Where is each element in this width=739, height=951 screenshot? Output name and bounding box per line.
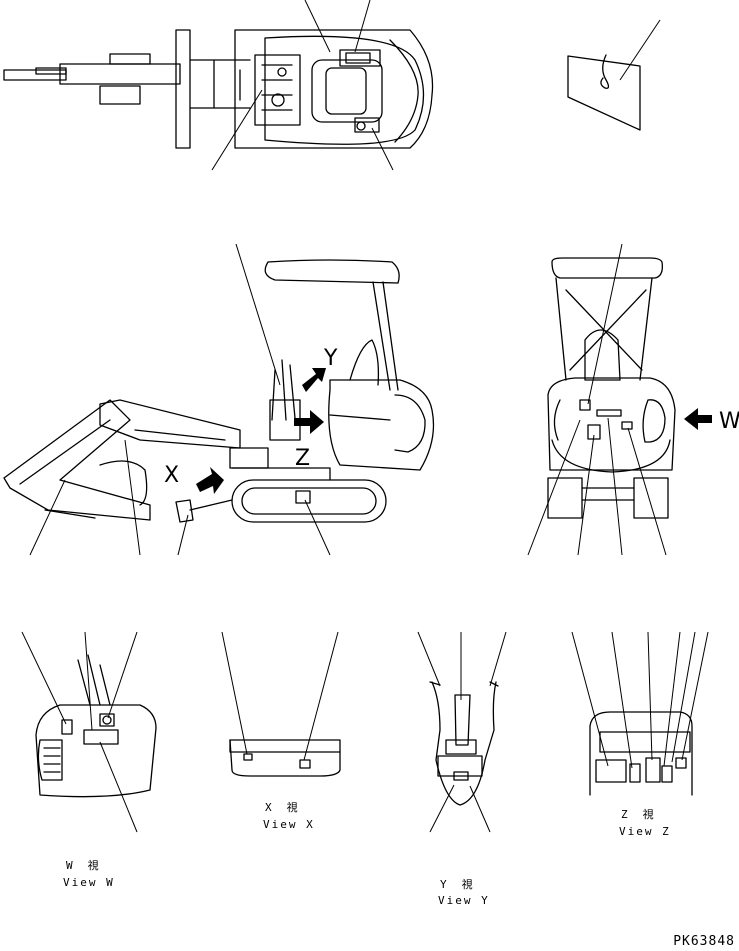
side-track bbox=[232, 480, 386, 522]
arrow-z bbox=[294, 410, 324, 434]
side-view bbox=[4, 244, 434, 555]
view-w-caption-en: View W bbox=[63, 876, 115, 889]
view-w-caption-jp: W 視 bbox=[66, 859, 101, 872]
view-y-caption-jp: Y 視 bbox=[440, 878, 475, 891]
drawing-code: PK63848 bbox=[673, 934, 735, 949]
view-x-caption-en: View X bbox=[263, 818, 315, 831]
top-seat bbox=[312, 60, 382, 122]
arrow-x bbox=[196, 467, 224, 494]
side-bucket bbox=[100, 461, 147, 505]
view-z-diagram bbox=[572, 632, 708, 795]
letter-w: W bbox=[719, 409, 739, 434]
top-upper-structure bbox=[235, 30, 433, 148]
rear-counterweight bbox=[548, 378, 675, 470]
top-arm bbox=[60, 64, 180, 84]
arrow-y bbox=[302, 368, 326, 392]
side-boom bbox=[100, 400, 240, 448]
rear-seat bbox=[585, 330, 620, 380]
side-engine-cover bbox=[329, 380, 434, 470]
decal-plate bbox=[568, 20, 660, 130]
top-view bbox=[4, 0, 433, 170]
view-w-diagram bbox=[22, 632, 156, 832]
view-x-diagram bbox=[222, 632, 340, 776]
letter-z: Z bbox=[295, 446, 311, 471]
arrow-w bbox=[684, 408, 712, 430]
side-canopy-roof bbox=[265, 260, 399, 283]
view-z-caption-en: View Z bbox=[619, 825, 671, 838]
view-y-caption-en: View Y bbox=[438, 894, 490, 907]
rear-track-left bbox=[548, 478, 582, 518]
rear-view bbox=[528, 244, 712, 555]
top-arm-tip bbox=[4, 70, 66, 80]
rear-canopy-roof bbox=[552, 258, 662, 278]
view-z-caption-jp: Z 視 bbox=[621, 808, 656, 821]
letter-x: X bbox=[164, 463, 180, 488]
letter-y: Y bbox=[324, 346, 338, 371]
view-x-caption-jp: X 視 bbox=[265, 801, 300, 814]
side-arm bbox=[4, 400, 150, 520]
top-blade bbox=[176, 30, 190, 148]
rear-track-right bbox=[634, 478, 668, 518]
view-y-diagram bbox=[418, 632, 506, 832]
